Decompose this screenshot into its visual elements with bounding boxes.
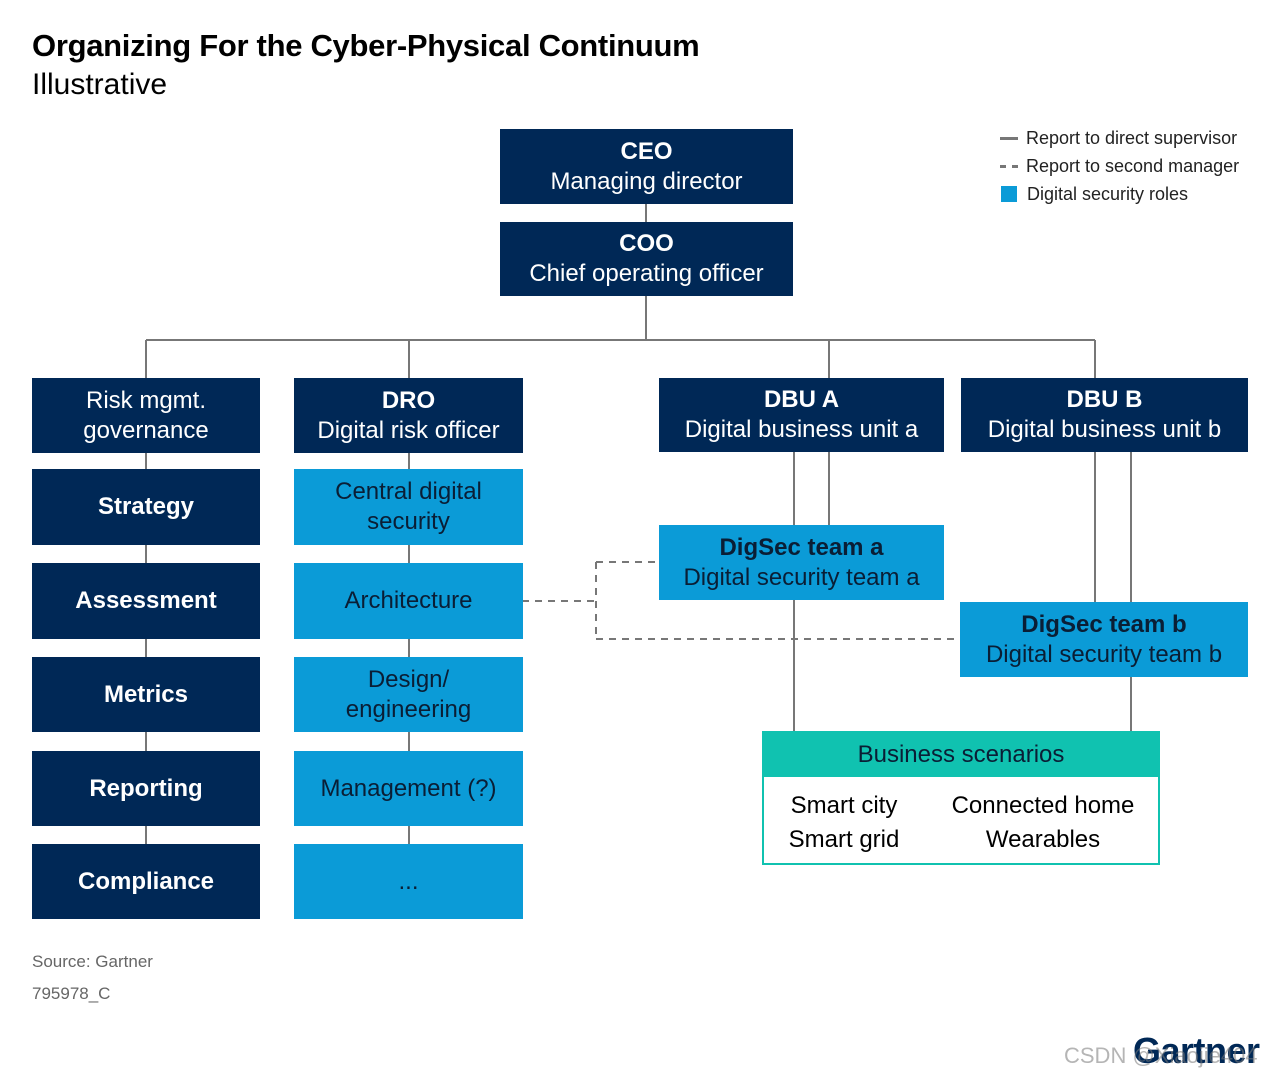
business-scenarios-title: Business scenarios — [764, 733, 1158, 777]
scenario-item: Connected home — [951, 792, 1135, 819]
risk-item-metrics: Metrics — [32, 657, 260, 732]
dro-item-line2: security — [367, 508, 450, 535]
dro-box: DRO Digital risk officer — [294, 378, 523, 453]
legend-item-dashed: Report to second manager — [1000, 152, 1239, 180]
business-scenarios-list: Smart city Connected home Smart grid Wea… — [764, 791, 1158, 855]
scenario-item: Smart grid — [788, 826, 900, 853]
business-scenarios-box: Business scenarios Smart city Connected … — [762, 731, 1160, 865]
dro-item-line1: ... — [398, 867, 419, 895]
ceo-name: Managing director — [550, 167, 743, 195]
risk-item-label: Metrics — [103, 680, 189, 708]
dro-item-line1: Design/ — [367, 665, 450, 693]
ceo-box: CEO Managing director — [500, 129, 793, 204]
dro-abbr: DRO — [381, 386, 436, 414]
coo-box: COO Chief operating officer — [500, 222, 793, 296]
dro-name: Digital risk officer — [317, 416, 500, 444]
brand-logo: Gartner — [1133, 1030, 1260, 1071]
dro-item-architecture: Architecture — [294, 563, 523, 639]
risk-head-line2: governance — [83, 416, 209, 444]
digsec-team-a-box: DigSec team a Digital security team a — [659, 525, 944, 600]
legend-dashed-label: Report to second manager — [1026, 155, 1240, 176]
security-role-swatch — [1001, 186, 1017, 202]
legend-security-label: Digital security roles — [1027, 183, 1189, 204]
dro-item-design-engineering: Design/ engineering — [294, 657, 523, 732]
team-b-name: Digital security team b — [985, 640, 1223, 668]
ceo-abbr: CEO — [620, 137, 673, 165]
page-subtitle: Illustrative — [32, 68, 168, 101]
risk-item-compliance: Compliance — [32, 844, 260, 919]
coo-name: Chief operating officer — [529, 260, 764, 287]
legend-item-security: Digital security roles — [1000, 180, 1239, 208]
coo-abbr: COO — [619, 230, 674, 257]
dro-item-more: ... — [294, 844, 523, 919]
team-a-abbr: DigSec team a — [719, 533, 884, 561]
source-note: Source: Gartner — [32, 952, 153, 971]
risk-head-line1: Risk mgmt. — [86, 386, 206, 414]
digsec-team-b-box: DigSec team b Digital security team b — [960, 602, 1248, 677]
dbu-b-abbr: DBU B — [1066, 386, 1143, 413]
solid-line-swatch — [1000, 136, 1018, 140]
dbu-b-box: DBU B Digital business unit b — [961, 378, 1248, 452]
document-code: 795978_C — [32, 984, 111, 1003]
dashed-line-swatch — [1000, 164, 1018, 168]
dro-item-central-security: Central digital security — [294, 469, 523, 545]
dro-item-line1: Management (?) — [320, 774, 497, 802]
risk-item-label: Strategy — [97, 493, 195, 520]
dro-item-line2: engineering — [345, 695, 472, 723]
risk-item-label: Reporting — [89, 774, 203, 802]
legend: Report to direct supervisor Report to se… — [1000, 124, 1239, 208]
risk-governance-box: Risk mgmt. governance — [32, 378, 260, 453]
page-title: Organizing For the Cyber-Physical Contin… — [32, 28, 700, 63]
risk-item-label: Compliance — [77, 867, 215, 895]
dro-item-management: Management (?) — [294, 751, 523, 826]
dro-item-line1: Architecture — [344, 587, 473, 614]
dbu-a-name: Digital business unit a — [684, 416, 919, 443]
dro-item-line1: Central digital — [335, 478, 482, 505]
legend-item-solid: Report to direct supervisor — [1000, 124, 1239, 152]
team-b-abbr: DigSec team b — [1021, 610, 1187, 638]
legend-solid-label: Report to direct supervisor — [1026, 127, 1238, 148]
risk-item-strategy: Strategy — [32, 469, 260, 545]
team-a-name: Digital security team a — [683, 563, 920, 591]
dbu-b-name: Digital business unit b — [987, 416, 1222, 443]
risk-item-assessment: Assessment — [32, 563, 260, 639]
dbu-a-abbr: DBU A — [763, 386, 840, 413]
watermark: CSDN @Xiaojie404 — [1064, 1043, 1258, 1068]
scenario-item: Wearables — [985, 826, 1101, 853]
risk-item-label: Assessment — [75, 587, 217, 614]
risk-item-reporting: Reporting — [32, 751, 260, 826]
dbu-a-box: DBU A Digital business unit a — [659, 378, 944, 452]
scenario-item: Smart city — [790, 792, 898, 819]
